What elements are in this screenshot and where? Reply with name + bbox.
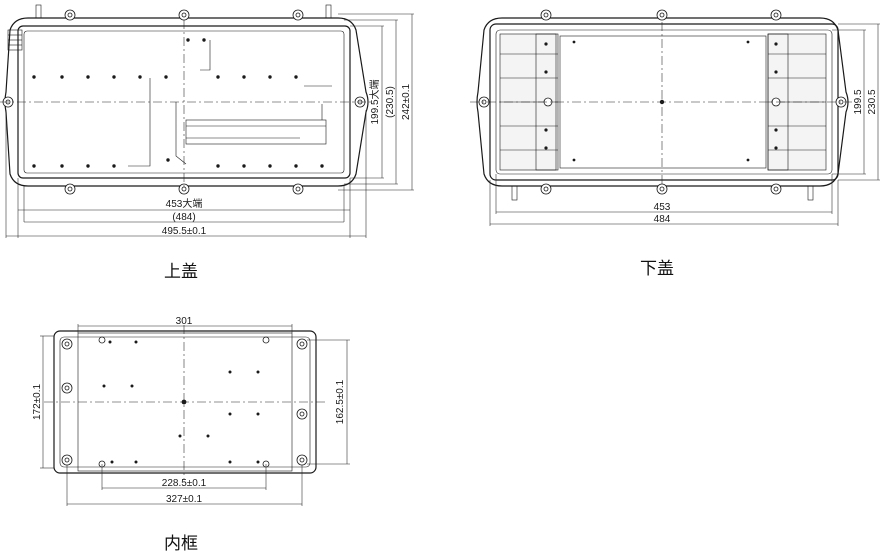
- top-cover-flange: [4, 17, 369, 187]
- top-cover-dim-height-overall: 242±0.1: [401, 84, 412, 121]
- bottom-cover-view: 453 484 199.5 230.5 下盖: [470, 9, 880, 279]
- inner-frame-dim-lines: [40, 324, 350, 506]
- bottom-cover-caption: 下盖: [640, 259, 674, 279]
- top-cover-stud-left: [35, 4, 42, 19]
- bottom-cover-dim-height-outer: 230.5: [867, 89, 878, 114]
- top-cover-bosses: [32, 38, 324, 168]
- top-cover-stud-right: [325, 4, 332, 19]
- top-cover-dim-height-big-end: 199.5大端: [368, 79, 381, 124]
- inner-frame-dim-bottom-outer: 327±0.1: [166, 494, 203, 505]
- bottom-cover-dim-width-outer: 484: [654, 214, 671, 225]
- inner-frame-corner-holes: [61, 336, 308, 468]
- bottom-cover-stud-left: [511, 185, 518, 201]
- bottom-cover-stud-right: [807, 185, 814, 201]
- bottom-cover-dim-width-inner: 453: [654, 202, 671, 213]
- top-cover-dim-height-ref: (230.5): [385, 86, 396, 118]
- bottom-cover-dim-lines: [489, 23, 880, 226]
- inner-frame-dim-right-height: 162.5±0.1: [335, 379, 346, 424]
- top-cover-mount-holes: [2, 9, 366, 195]
- top-cover-dim-width-ref: (484): [172, 212, 195, 223]
- inner-frame-inner-edge: [59, 336, 311, 468]
- top-cover-caption: 上盖: [164, 262, 198, 282]
- inner-frame-dim-bottom-inner: 228.5±0.1: [162, 478, 207, 489]
- inner-frame-dim-top-span: 301: [176, 316, 193, 327]
- bottom-cover-dim-height-inner: 199.5: [853, 89, 864, 114]
- inner-frame-view: 301 228.5±0.1 327±0.1 172±0.1 162.5±0.1 …: [32, 316, 350, 554]
- top-cover-dim-width-big-end: 453大端: [166, 197, 203, 210]
- top-cover-view: 453大端 (484) 495.5±0.1 199.5大端 (230.5) 24…: [0, 4, 414, 282]
- inner-frame-bosses: [102, 340, 260, 464]
- top-cover-dim-lines-vertical: [338, 13, 414, 191]
- bottom-cover-bosses: [544, 40, 778, 162]
- top-cover-dim-width-overall: 495.5±0.1: [162, 226, 207, 237]
- inner-frame-caption: 内框: [164, 534, 198, 554]
- inner-frame-dim-left-height: 172±0.1: [32, 384, 43, 421]
- top-cover-dim-lines-horizontal: [5, 110, 367, 238]
- bottom-cover-mount-holes: [478, 9, 847, 195]
- top-cover-internal-features: [128, 40, 332, 167]
